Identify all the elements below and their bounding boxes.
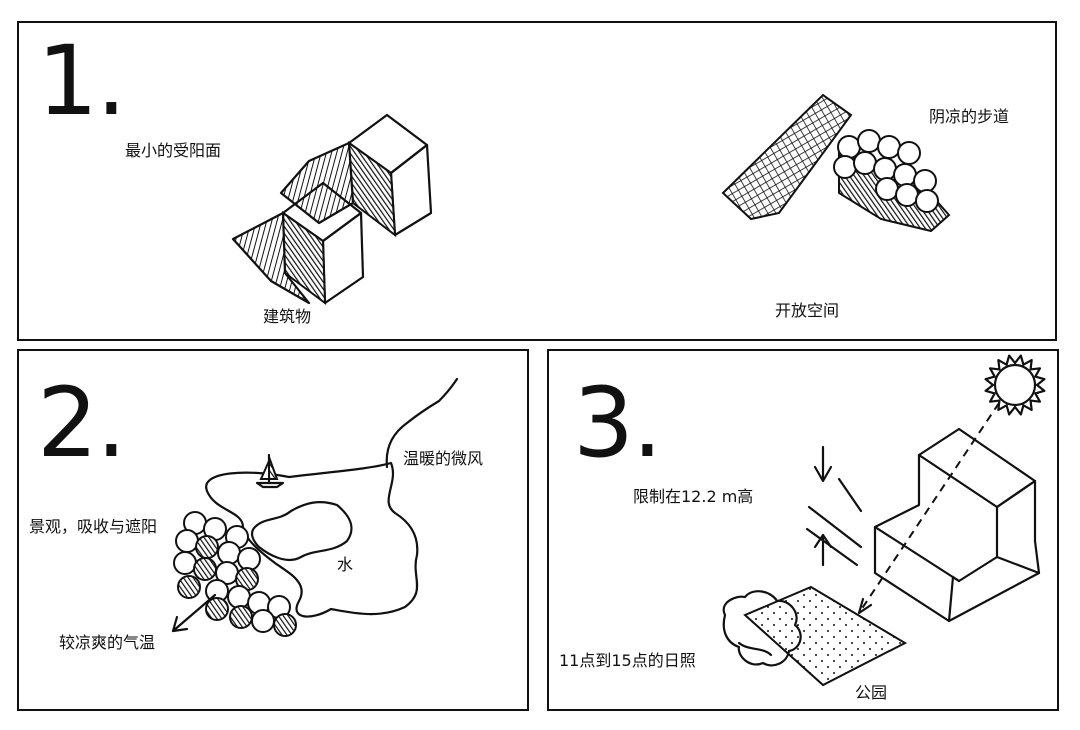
label-water: 水: [337, 555, 354, 574]
label-park: 公园: [855, 683, 888, 702]
sun-ray: [1022, 358, 1033, 371]
breeze-line: [385, 377, 459, 469]
sailboat: [255, 453, 285, 489]
panel-1: 1.: [17, 21, 1057, 341]
sun-ray: [1022, 399, 1033, 412]
tree-canopy: [833, 129, 939, 213]
sun-ray: [1034, 375, 1046, 387]
label-cool: 较凉爽的气温: [59, 633, 156, 652]
stepped-building: [873, 427, 1041, 623]
panel-3: 3.: [547, 349, 1059, 711]
sun-ray-arrowhead: [857, 597, 873, 615]
sun-ray: [1005, 354, 1017, 366]
sun-ray: [997, 358, 1008, 371]
cool-air-arrow: [171, 593, 217, 633]
arcade-grid: [721, 93, 853, 221]
label-breeze: 温暖的微风: [403, 449, 484, 468]
sun-ray: [984, 383, 996, 395]
label-building: 建筑物: [263, 307, 312, 326]
panel-number-3: 3.: [573, 367, 663, 479]
sun-ray-line: [858, 402, 1000, 614]
label-height-limit: 限制在12.2 m高: [633, 487, 754, 506]
label-landscape: 景观，吸收与遮阳: [29, 517, 158, 536]
tree-cluster: [173, 511, 297, 637]
island-outline: [250, 501, 353, 562]
panel-3-drawing: [722, 354, 1046, 687]
sun-ray: [988, 392, 1001, 403]
building-block-front: [231, 181, 365, 306]
label-min-sun: 最小的受阳面: [125, 141, 222, 160]
panel-2: 2.: [17, 349, 529, 711]
label-sun-hours: 11点到15点的日照: [559, 651, 696, 670]
label-shaded-walk: 阴凉的步道: [929, 107, 1010, 126]
panel-number-2: 2.: [37, 367, 127, 479]
park: [722, 585, 908, 687]
panel-1-drawing: [231, 93, 951, 306]
sun-ray: [1034, 383, 1046, 395]
sun-ray: [984, 375, 996, 387]
lake-outline: [205, 461, 419, 618]
height-dimension: [805, 445, 863, 567]
sun-ray: [988, 367, 1001, 378]
sun-ray: [1013, 404, 1025, 416]
sun-icon: [984, 354, 1046, 416]
panel-number-1: 1.: [37, 25, 127, 137]
panel-2-drawing: [171, 377, 459, 637]
sun-ray: [1029, 392, 1042, 403]
label-open-space: 开放空间: [775, 301, 840, 320]
sun-ray: [1013, 354, 1025, 366]
sun-ray: [1005, 404, 1017, 416]
building-block-back: [279, 113, 433, 238]
sun-ray: [1029, 367, 1042, 378]
